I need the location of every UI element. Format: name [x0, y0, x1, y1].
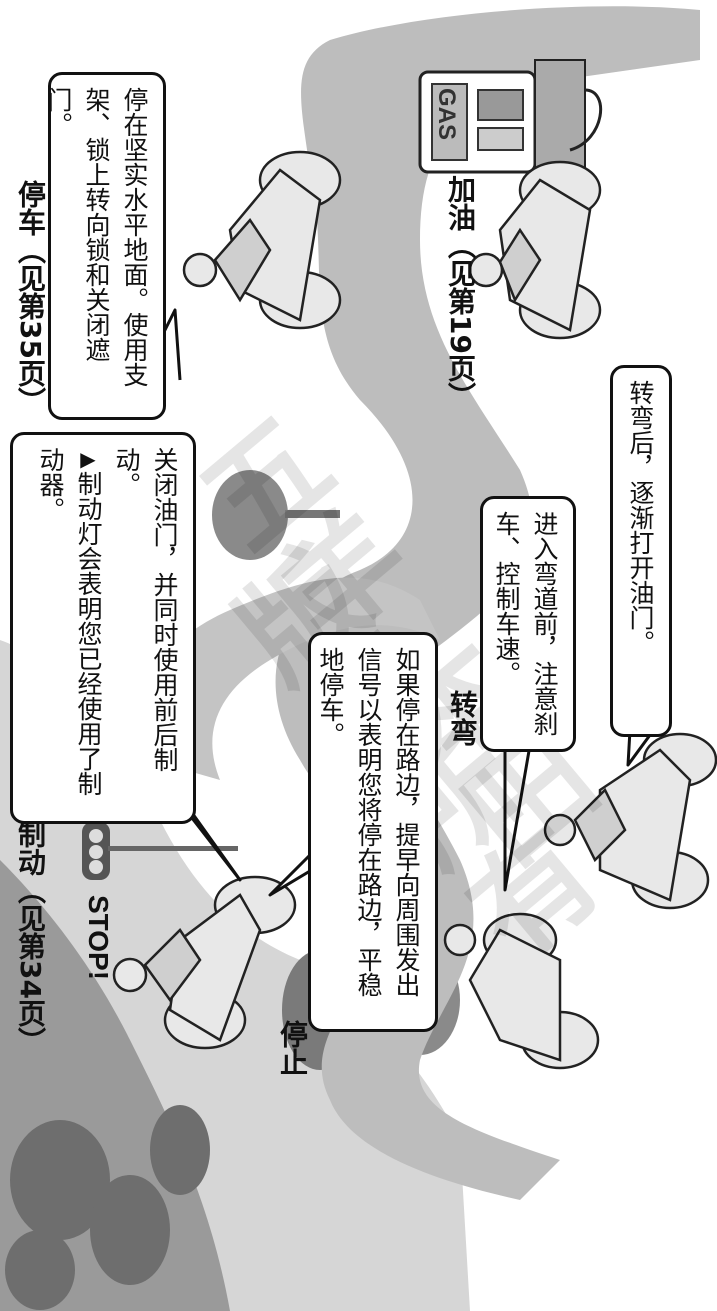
bubble-braking-note-text: 制动灯会表明您已经使用了制动器。: [36, 447, 103, 796]
traffic-light-icon: [82, 822, 238, 880]
bubble-stopping-text: 如果停在路边，提早向周围发出信号以表明您将停在路边，平稳地停车。: [316, 647, 421, 997]
scooter-rider-refueling: [468, 160, 602, 340]
heading-refueling: 加油（见第19页）: [444, 175, 477, 410]
road-left-loop: [139, 577, 440, 780]
scooter-rider-parking: [182, 150, 342, 330]
stop-sign-text: STOP!: [83, 895, 114, 981]
heading-stopping: 停止: [276, 1020, 309, 1076]
scooter-rider-turning-1: [443, 912, 600, 1070]
bubble-parking: 停在坚实水平地面。使用支架、锁上转向锁和关闭遮门。: [44, 72, 166, 420]
bubble-braking-text: 关闭油门，并同时使用前后制动。: [112, 447, 179, 772]
heading-turning: 转弯: [446, 690, 479, 746]
bubble-stopping: 如果停在路边，提早向周围发出信号以表明您将停在路边，平稳地停车。: [308, 632, 438, 1032]
bubble-turning-after-text: 转弯后，逐渐打开油门。: [626, 380, 655, 655]
bubble-turning-after: 转弯后，逐渐打开油门。: [610, 365, 672, 737]
gas-label: GAS: [433, 88, 460, 141]
bubble-turning-before: 进入弯道前，注意刹车、控制车速。: [480, 496, 576, 752]
gas-pump-icon: [418, 59, 602, 174]
bubble-turning-before-text: 进入弯道前，注意刹车、控制车速。: [492, 511, 559, 736]
bubble-parking-text: 停在坚实水平地面。使用支架、锁上转向锁和关闭遮门。: [44, 87, 149, 387]
heading-braking: 制动（见第34页）: [14, 820, 47, 1055]
scooter-rider-turning-2: [543, 732, 717, 910]
scooter-rider-braking: [112, 875, 297, 1050]
bubble-braking: 关闭油门，并同时使用前后制动。 ▶制动灯会表明您已经使用了制动器。: [10, 432, 196, 824]
triangle-marker-icon: ▶: [76, 447, 100, 471]
bubble-braking-note: ▶制动灯会表明您已经使用了制动器。: [31, 447, 107, 809]
heading-parking: 停车（见第35页）: [14, 180, 47, 415]
tree-icon: [212, 470, 340, 560]
